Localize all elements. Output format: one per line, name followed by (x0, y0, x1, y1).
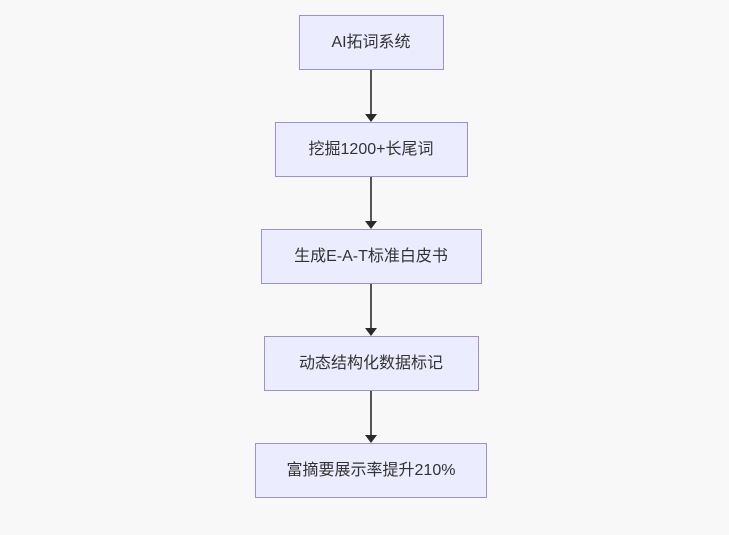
flow-node-label: 挖掘1200+长尾词 (308, 140, 434, 158)
flow-edge-4 (364, 391, 378, 443)
flow-edge-1 (364, 70, 378, 122)
edge-line (370, 284, 372, 331)
flow-node-label: 生成E-A-T标准白皮书 (294, 247, 448, 265)
edge-line (370, 70, 372, 117)
edge-line (370, 391, 372, 438)
flow-edge-3 (364, 284, 378, 336)
flow-node-structured-data-markup: 动态结构化数据标记 (263, 336, 479, 391)
flow-edge-2 (364, 177, 378, 229)
flowchart: AI拓词系统 挖掘1200+长尾词 生成E-A-T标准白皮书 动态结构化数据标记… (255, 15, 487, 498)
flow-node-ai-word-expansion-system: AI拓词系统 (298, 15, 444, 70)
flow-node-label: 富摘要展示率提升210% (286, 461, 456, 479)
edge-line (370, 177, 372, 224)
flow-node-label: AI拓词系统 (331, 33, 411, 51)
flow-node-eat-whitepaper: 生成E-A-T标准白皮书 (260, 229, 482, 284)
flow-node-rich-snippet-rate: 富摘要展示率提升210% (255, 443, 487, 498)
flow-node-longtail-keywords: 挖掘1200+长尾词 (274, 122, 468, 177)
arrowhead-down-icon (365, 435, 377, 443)
arrowhead-down-icon (365, 328, 377, 336)
flow-node-label: 动态结构化数据标记 (298, 354, 443, 372)
arrowhead-down-icon (365, 221, 377, 229)
arrowhead-down-icon (365, 114, 377, 122)
